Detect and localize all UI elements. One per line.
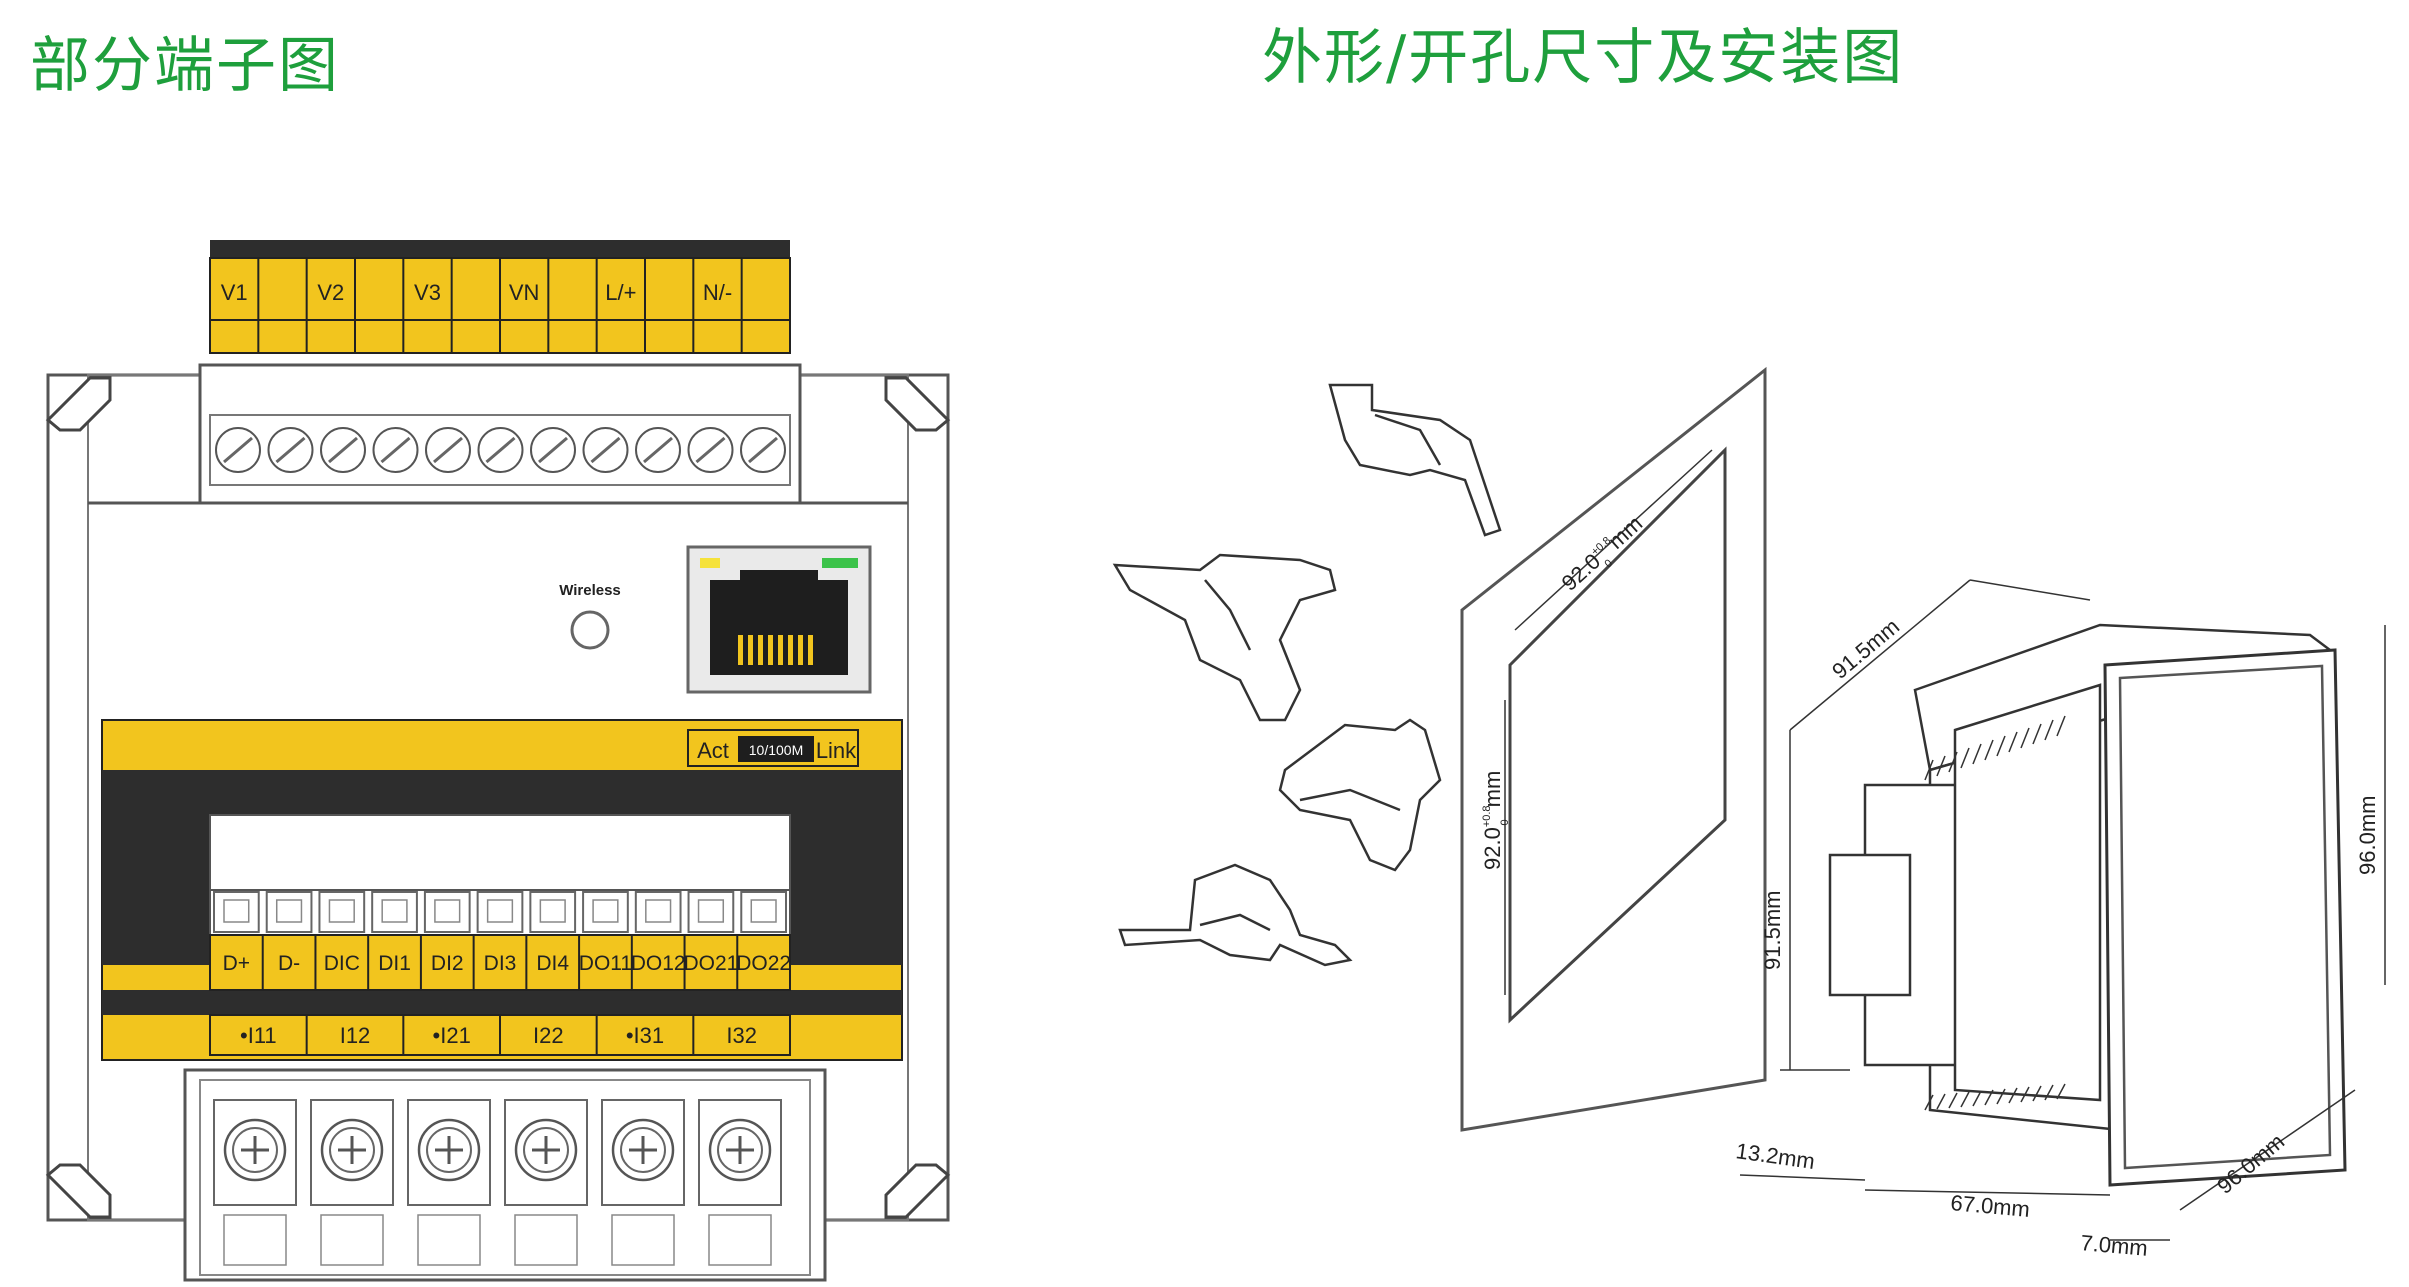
current-terminal-label: I32 bbox=[726, 1023, 757, 1048]
top-terminal-label: V1 bbox=[221, 280, 248, 305]
middle-terminal-label: DIC bbox=[324, 952, 360, 975]
wireless-label: Wireless bbox=[559, 582, 621, 599]
screw-icon bbox=[477, 427, 524, 473]
current-terminal-label: •I31 bbox=[626, 1023, 664, 1048]
top-terminal-label: VN bbox=[509, 280, 540, 305]
top-terminal-label: V2 bbox=[317, 280, 344, 305]
bezel-depth-label: 7.0mm bbox=[2080, 1230, 2149, 1261]
middle-terminal-label: D- bbox=[278, 952, 300, 975]
top-terminal-label: L/+ bbox=[605, 280, 636, 305]
clip-2 bbox=[1112, 553, 1337, 722]
middle-terminal-label: DO21 bbox=[683, 952, 738, 975]
cross-screw-icon bbox=[504, 1099, 588, 1266]
screw-icon bbox=[740, 427, 786, 473]
top-terminal-label: N/- bbox=[703, 280, 732, 305]
offset-label: 13.2mm bbox=[1734, 1138, 1816, 1174]
instrument-body bbox=[1828, 623, 2347, 1187]
screw-icon bbox=[635, 427, 681, 473]
screw-icon bbox=[687, 427, 734, 473]
instrument-dimensions bbox=[1739, 579, 2386, 1241]
link-label: Link bbox=[816, 738, 857, 763]
middle-terminal-label: DI2 bbox=[431, 952, 464, 975]
led-yellow-icon bbox=[700, 558, 720, 568]
cross-screw-icon bbox=[407, 1099, 491, 1266]
screw-icon bbox=[320, 427, 366, 473]
dimension-diagram-title: 外形/开孔尺寸及安装图 bbox=[1262, 23, 1905, 93]
height-label: 91.5mm bbox=[1760, 891, 1785, 970]
body-depth-label: 67.0mm bbox=[1950, 1190, 2031, 1222]
screw-icon bbox=[530, 427, 576, 473]
clip-3 bbox=[1278, 718, 1442, 872]
middle-terminal-label: DO22 bbox=[736, 952, 791, 975]
act-label: Act bbox=[697, 738, 729, 763]
current-terminal-label: •I21 bbox=[433, 1023, 471, 1048]
screw-icon bbox=[215, 427, 261, 473]
depth-label: 91.5mm bbox=[1827, 614, 1904, 684]
screw-icon bbox=[425, 427, 471, 473]
clip-4 bbox=[1118, 863, 1353, 967]
middle-terminal-label: D+ bbox=[223, 952, 250, 975]
terminal-diagram-title: 部分端子图 bbox=[30, 31, 340, 101]
wireless-indicator bbox=[570, 610, 610, 650]
mounting-clips bbox=[1112, 383, 1502, 967]
middle-terminal-label: DI3 bbox=[484, 952, 517, 975]
cross-screw-icon bbox=[310, 1099, 394, 1266]
current-terminal-label: I12 bbox=[340, 1023, 371, 1048]
current-terminal-label: I22 bbox=[533, 1023, 564, 1048]
middle-terminal-label: DO12 bbox=[631, 952, 686, 975]
middle-terminal-label: DI1 bbox=[378, 952, 411, 975]
cross-screw-icon bbox=[601, 1099, 685, 1266]
led-green-icon bbox=[822, 558, 858, 568]
top-terminal-cap bbox=[210, 240, 790, 258]
screw-icon bbox=[267, 427, 314, 473]
current-terminal-label: •I11 bbox=[240, 1023, 277, 1048]
middle-terminal-label: DI4 bbox=[536, 952, 569, 975]
cross-screw-icon bbox=[698, 1099, 782, 1266]
clip-1 bbox=[1328, 383, 1502, 537]
top-terminal-label: V3 bbox=[414, 280, 441, 305]
screw-icon bbox=[372, 427, 419, 473]
front-height-label: 96.0mm bbox=[2355, 796, 2380, 875]
cross-screw-icon bbox=[213, 1099, 297, 1266]
rj45-socket-icon bbox=[710, 570, 848, 675]
speed-label: 10/100M bbox=[749, 742, 803, 758]
middle-terminal-label: DO11 bbox=[579, 952, 632, 975]
screw-icon bbox=[582, 427, 629, 473]
